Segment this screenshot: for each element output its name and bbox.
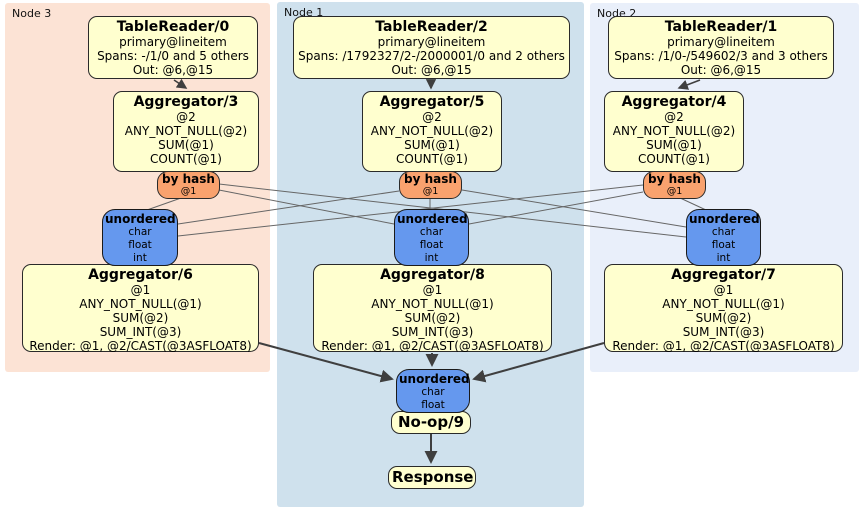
node-detail-line: @1 <box>713 283 734 297</box>
sync-type: int <box>424 252 439 264</box>
aggregator-4-node: Aggregator/4 @2 ANY_NOT_NULL(@2) SUM(@1)… <box>604 91 744 172</box>
router-key: @1 <box>180 186 197 197</box>
edge-tr1-agg4 <box>677 79 701 90</box>
noop-node: No-op/9 <box>391 411 471 434</box>
aggregator-6-node: Aggregator/6 @1 ANY_NOT_NULL(@1) SUM(@2)… <box>22 264 259 353</box>
node-detail-line: SUM(@2) <box>112 311 169 325</box>
node-detail-line: @1 <box>422 283 443 297</box>
router-title: by hash <box>162 172 215 186</box>
sync-type: char <box>421 386 445 398</box>
edge-agg7-finalsync <box>472 342 605 383</box>
router-title: by hash <box>404 172 457 186</box>
sync-title: unordered <box>105 212 176 226</box>
hash-router-node2: by hash @1 <box>643 171 706 199</box>
node-index-line: primary@lineitem <box>119 35 227 49</box>
node-detail-line: SUM_INT(@3) <box>682 325 765 339</box>
node-detail-line: @2 <box>422 110 442 124</box>
node-title: No-op/9 <box>397 413 465 431</box>
node-detail-line: Render: @1, @2/CAST(@3ASFLOAT8) <box>321 339 544 353</box>
edge-agg6-finalsync <box>258 342 394 383</box>
response-node: Response <box>388 466 476 489</box>
node-title: Aggregator/8 <box>380 267 485 283</box>
sync-title: unordered <box>397 212 468 226</box>
aggregator-8-node: Aggregator/8 @1 ANY_NOT_NULL(@1) SUM(@2)… <box>313 264 552 353</box>
node-title: Aggregator/6 <box>88 267 193 283</box>
node-title: TableReader/0 <box>116 19 230 35</box>
node-detail-line: ANY_NOT_NULL(@1) <box>371 297 494 311</box>
node-title: Aggregator/7 <box>671 267 776 283</box>
node-detail-line: ANY_NOT_NULL(@2) <box>612 124 736 138</box>
node-detail-line: SUM(@1) <box>646 138 702 152</box>
node-detail-line: ANY_NOT_NULL(@2) <box>370 124 494 138</box>
node-out-line: Out: @6,@15 <box>132 63 214 77</box>
table-reader-2-node: TableReader/2 primary@lineitem Spans: /1… <box>293 16 570 79</box>
node-index-line: primary@lineitem <box>667 35 775 49</box>
sync-type: int <box>133 252 147 264</box>
node-detail-line: SUM(@1) <box>404 138 460 152</box>
router-key: @1 <box>666 186 683 197</box>
hash-router-node3: by hash @1 <box>157 171 220 199</box>
router-key: @1 <box>422 186 439 197</box>
table-reader-0-node: TableReader/0 primary@lineitem Spans: -/… <box>88 16 258 79</box>
aggregator-5-node: Aggregator/5 @2 ANY_NOT_NULL(@2) SUM(@1)… <box>362 91 502 172</box>
node-detail-line: @1 <box>130 283 151 297</box>
unordered-sync-node1: unordered char float int <box>394 209 469 266</box>
node-detail-line: ANY_NOT_NULL(@1) <box>79 297 202 311</box>
sync-type: char <box>419 226 444 238</box>
node-detail-line: COUNT(@1) <box>638 152 710 166</box>
sync-type: float <box>421 399 445 411</box>
node-title: TableReader/2 <box>375 19 488 35</box>
hash-router-node1: by hash @1 <box>399 171 462 199</box>
sync-type: int <box>716 252 731 264</box>
sync-type: char <box>128 226 152 238</box>
node-title: Aggregator/5 <box>379 94 485 110</box>
node-detail-line: ANY_NOT_NULL(@2) <box>124 124 248 138</box>
node-detail-line: @2 <box>664 110 684 124</box>
aggregator-3-node: Aggregator/3 @2 ANY_NOT_NULL(@2) SUM(@1)… <box>113 91 259 172</box>
node-index-line: primary@lineitem <box>377 35 486 49</box>
node-title: Aggregator/3 <box>133 94 239 110</box>
node-detail-line: Render: @1, @2/CAST(@3ASFLOAT8) <box>612 339 835 353</box>
unordered-sync-node3: unordered char float int <box>102 209 178 266</box>
node-spans-line: Spans: /1/0-/549602/3 and 3 others <box>614 49 828 63</box>
sync-type: float <box>128 239 152 251</box>
node-title: TableReader/1 <box>664 19 778 35</box>
node-detail-line: COUNT(@1) <box>150 152 222 166</box>
node-detail-line: ANY_NOT_NULL(@1) <box>662 297 785 311</box>
node-detail-line: @2 <box>176 110 196 124</box>
node-detail-line: SUM_INT(@3) <box>99 325 182 339</box>
sync-title: unordered <box>689 212 760 226</box>
node-detail-line: Render: @1, @2/CAST(@3ASFLOAT8) <box>29 339 252 353</box>
node-title: Response <box>392 468 474 486</box>
sync-type: float <box>711 239 736 251</box>
router-title: by hash <box>648 172 701 186</box>
sync-title: unordered <box>399 372 470 386</box>
aggregator-7-node: Aggregator/7 @1 ANY_NOT_NULL(@1) SUM(@2)… <box>604 264 843 353</box>
unordered-sync-final: unordered char float <box>396 369 470 413</box>
sync-type: float <box>419 239 444 251</box>
table-reader-1-node: TableReader/1 primary@lineitem Spans: /1… <box>608 16 834 79</box>
node-title: Aggregator/4 <box>621 94 727 110</box>
node-detail-line: SUM(@2) <box>695 311 752 325</box>
region-node3-label: Node 3 <box>12 7 52 20</box>
node-out-line: Out: @6,@15 <box>680 63 762 77</box>
node-spans-line: Spans: -/1/0 and 5 others <box>97 49 249 63</box>
region-node1-label: Node 1 <box>284 6 324 19</box>
node-spans-line: Spans: /1792327/2-/2000001/0 and 2 other… <box>298 49 565 63</box>
node-out-line: Out: @6,@15 <box>391 63 472 77</box>
node-detail-line: COUNT(@1) <box>396 152 468 166</box>
sync-type: char <box>711 226 736 238</box>
node-detail-line: SUM(@2) <box>404 311 461 325</box>
node-detail-line: SUM_INT(@3) <box>391 325 474 339</box>
node-detail-line: SUM(@1) <box>158 138 214 152</box>
unordered-sync-node2: unordered char float int <box>686 209 761 266</box>
edge-tr0-agg3 <box>173 78 188 89</box>
